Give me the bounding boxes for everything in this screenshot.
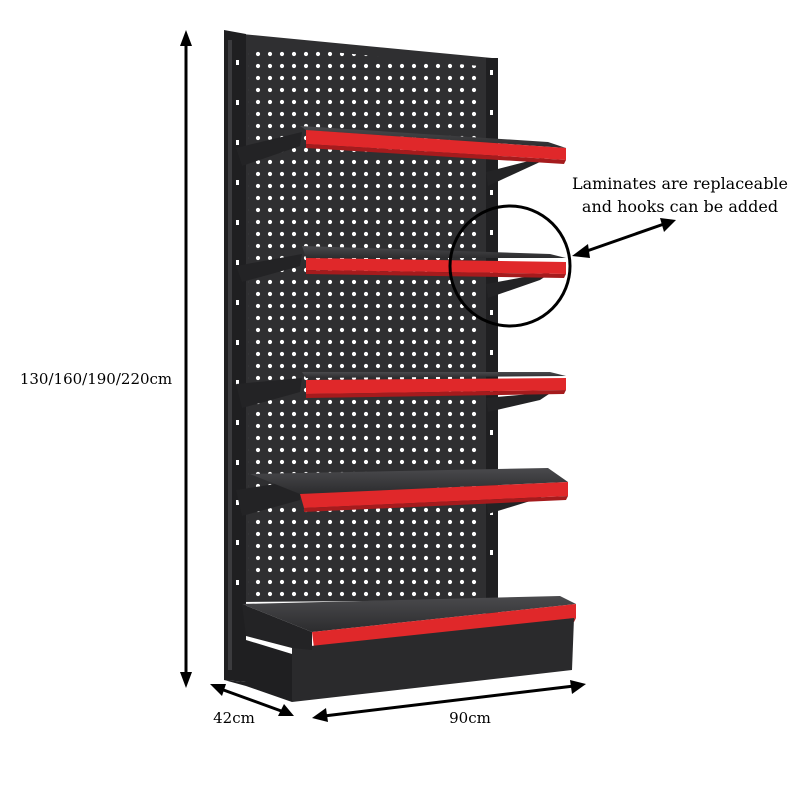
shelf-laminate (306, 130, 566, 160)
shelf-bracket (486, 272, 552, 298)
depth-dimension-arrow (210, 684, 294, 716)
depth-label: 42cm (213, 709, 255, 727)
callout-circle (448, 204, 572, 328)
shelf-bracket (236, 132, 302, 166)
shelf-bracket (486, 392, 552, 412)
shelf-bracket (236, 254, 302, 282)
shelf-laminate (306, 378, 566, 394)
height-dimension-arrow (180, 30, 192, 688)
shelf-deck (300, 126, 566, 148)
kick-plate (292, 618, 574, 702)
width-dimension-arrow (312, 680, 586, 722)
callout-line-1: Laminates are replaceable (572, 174, 788, 193)
shelf-bracket (486, 156, 548, 186)
pegboard-panel (242, 34, 492, 602)
base-deck (242, 596, 576, 632)
base-side (242, 604, 312, 650)
shelf-1 (236, 126, 566, 186)
height-label: 130/160/190/220cm (20, 370, 172, 388)
base-laminate (312, 604, 576, 648)
shelf-bracket (236, 378, 302, 408)
shelf-3 (236, 372, 566, 412)
callout-arrow (572, 218, 676, 258)
left-foot (224, 640, 292, 702)
base-unit (224, 596, 576, 702)
shelf-bracket (236, 480, 302, 516)
shelf-deck (302, 372, 566, 378)
shelf-2 (236, 246, 566, 298)
shelf-4 (236, 468, 568, 516)
width-label: 90cm (449, 709, 491, 727)
shelf-deck (302, 246, 566, 258)
pegboard-holes (248, 44, 480, 598)
left-upright (224, 30, 246, 682)
shelf-laminate (306, 258, 566, 274)
callout-line-2: and hooks can be added (582, 197, 778, 216)
shelf-deck (250, 468, 568, 494)
shelf-laminate (300, 482, 568, 508)
